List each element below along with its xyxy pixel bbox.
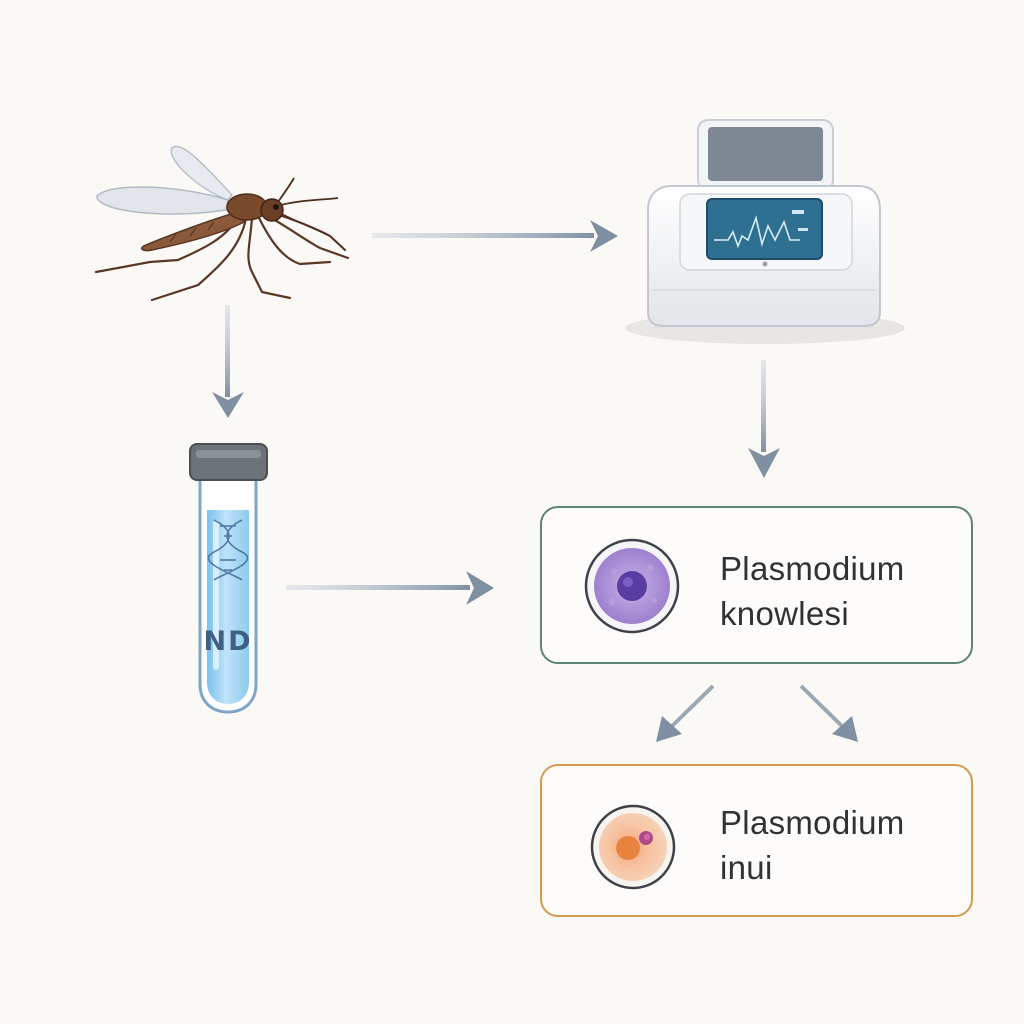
- analyzer-device-icon: [625, 119, 905, 344]
- result-box-inui: Plasmodium inui: [540, 764, 973, 917]
- result-label-knowlesi: Plasmodium knowlesi: [720, 550, 905, 632]
- arrow-mosquito-to-analyzer: [372, 220, 618, 252]
- arrow-result-split-left: [656, 684, 715, 742]
- purple-cell-icon: [584, 538, 680, 634]
- tube-label: ND: [203, 626, 253, 657]
- orange-cell-icon: [590, 804, 676, 890]
- arrow-result-split-right: [799, 684, 858, 742]
- test-tube-icon: [189, 443, 268, 714]
- arrow-tube-to-result: [286, 571, 494, 605]
- mosquito-icon: [94, 145, 350, 302]
- result-label-inui: Plasmodium inui: [720, 804, 905, 886]
- arrow-mosquito-to-tube: [212, 305, 244, 418]
- arrow-analyzer-to-result: [748, 360, 780, 478]
- result-box-knowlesi: Plasmodium knowlesi: [540, 506, 973, 664]
